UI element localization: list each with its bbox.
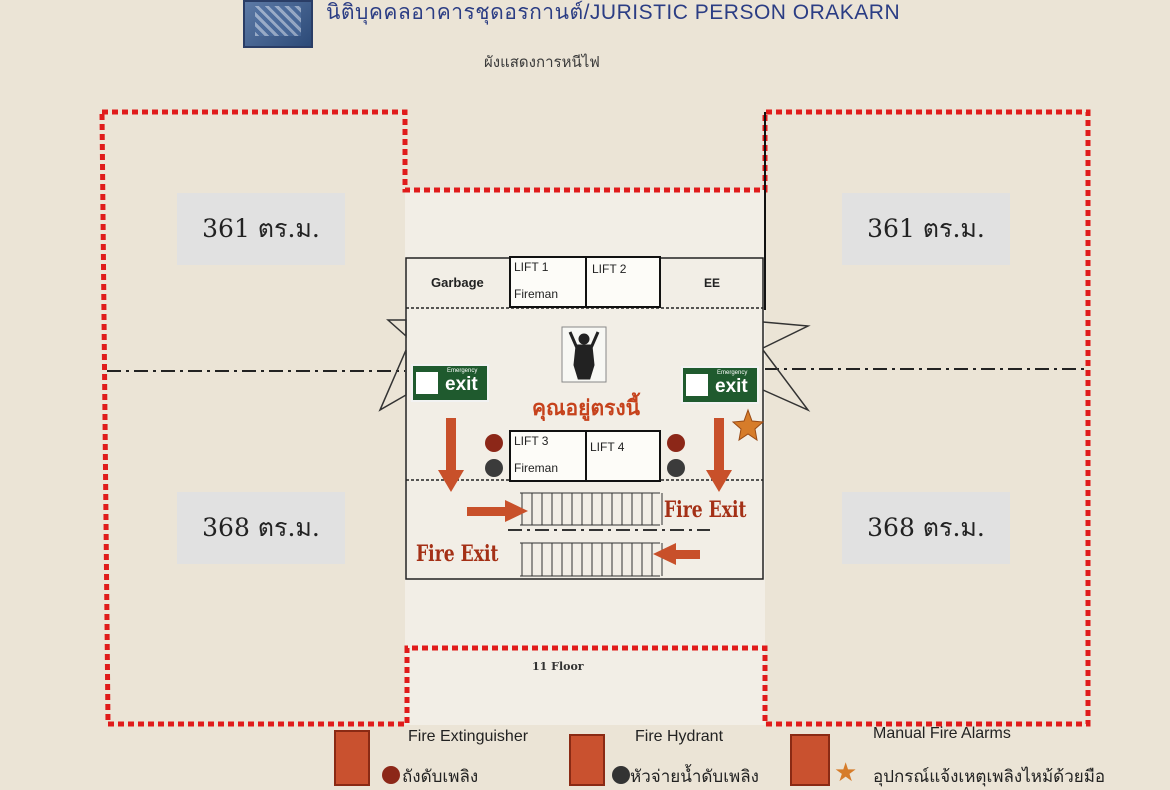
lift-3-label: LIFT 3 xyxy=(514,434,549,448)
unit-boundary xyxy=(99,109,1091,727)
alarm-legend-icon xyxy=(790,734,830,786)
lift-1-label: LIFT 1 xyxy=(514,260,549,274)
garbage-label: Garbage xyxy=(431,275,484,290)
door-swing-left xyxy=(378,319,407,412)
you-are-here-label: คุณอยู่ตรงนี้ xyxy=(532,396,640,420)
hydrant-dot-icon xyxy=(612,766,630,784)
hydrant-legend-icon xyxy=(569,734,605,786)
legend-extinguisher-th: ถังดับเพลิง xyxy=(402,767,479,787)
legend-alarm-th: อุปกรณ์แจ้งเหตุเพลิงไหม้ด้วยมือ xyxy=(873,767,1106,787)
header-title: นิติบุคคลอาคารชุดอรกานต์/JURISTIC PERSON… xyxy=(326,1,901,24)
fire-exit-label-right: Fire Exit xyxy=(664,497,747,523)
star-icon: ★ xyxy=(834,758,858,788)
legend-extinguisher-en: Fire Extinguisher xyxy=(408,728,529,745)
ee-label: EE xyxy=(704,276,721,290)
area-bottom-right: 368 ตร.ม. xyxy=(842,492,1010,564)
extinguisher-markers xyxy=(485,434,685,477)
star-icon xyxy=(731,408,765,442)
stair-lower xyxy=(520,542,660,577)
area-bottom-left: 368 ตร.ม. xyxy=(177,492,345,564)
lift-4-label: LIFT 4 xyxy=(590,440,625,454)
running-man-icon xyxy=(416,372,438,394)
evac-arrows xyxy=(438,418,732,565)
lift-1-fireman-label: Fireman xyxy=(514,287,559,301)
floor-label: 11 Floor xyxy=(532,660,584,673)
juristic-logo xyxy=(243,0,313,48)
running-man-icon xyxy=(686,374,708,396)
lift-2-label: LIFT 2 xyxy=(592,262,627,276)
door-swing-right xyxy=(762,321,811,412)
lift-3-fireman-label: Fireman xyxy=(514,461,559,475)
legend-hydrant-en: Fire Hydrant xyxy=(635,728,724,745)
plan-title: ผังแสดงการหนีไฟ xyxy=(484,53,600,71)
legend-hydrant-th: หัวจ่ายน้ำดับเพลิง xyxy=(630,767,759,787)
area-top-left: 361 ตร.ม. xyxy=(177,193,345,265)
fire-exit-label-left: Fire Exit xyxy=(416,541,499,567)
extinguisher-dot-icon xyxy=(382,766,400,784)
extinguisher-legend-icon xyxy=(334,730,370,786)
stair-upper xyxy=(520,492,660,526)
exit-sign-right: Emergency exit xyxy=(681,366,759,404)
exit-sign-left: Emergency exit xyxy=(411,364,489,402)
legend-alarm-en: Manual Fire Alarms xyxy=(873,725,1011,742)
area-top-right: 361 ตร.ม. xyxy=(842,193,1010,265)
